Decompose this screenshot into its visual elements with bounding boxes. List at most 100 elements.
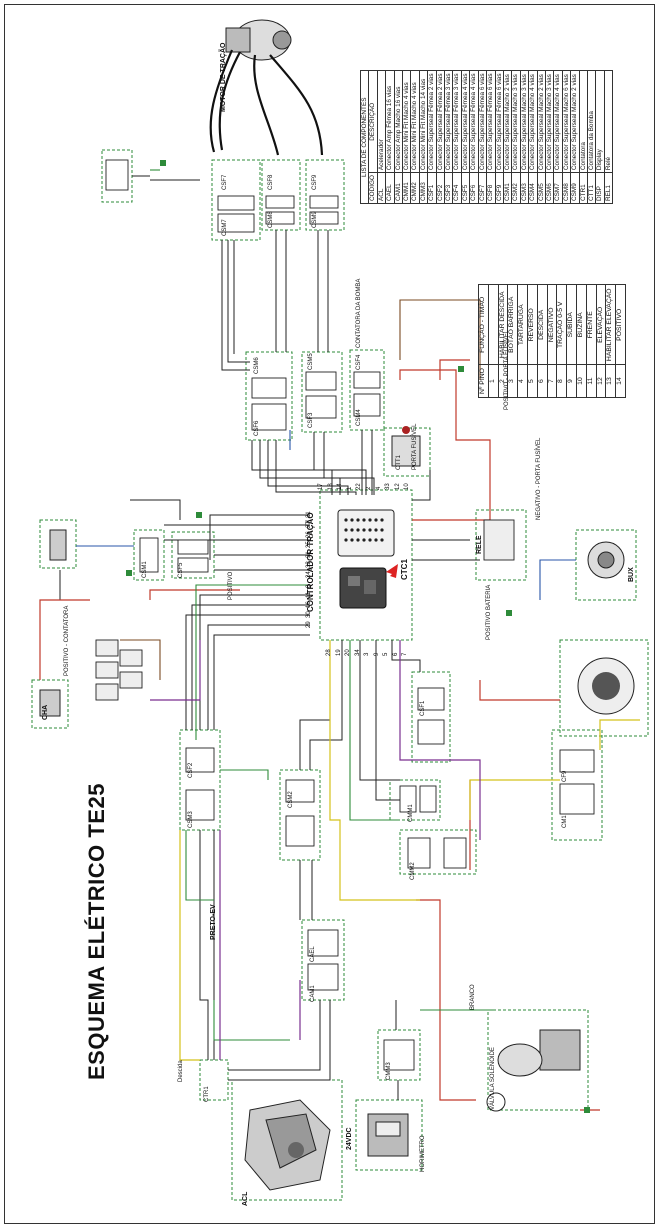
porta-fusivel-label: PORTA FUSÍVEL: [412, 423, 418, 470]
component-code: CSF5: [461, 172, 470, 204]
csm5-box: [301, 351, 343, 433]
pin-function: BUZINA: [576, 284, 587, 365]
bux-box: [575, 529, 637, 601]
controller-pin-label: 12: [394, 483, 401, 490]
pin-function: ELEVAÇÃO: [596, 284, 606, 365]
component-desc: Conector Amp Macho 16 vias: [394, 70, 403, 173]
controller-pin-label: 26: [306, 531, 312, 538]
conn-csf9: CSF9: [312, 174, 318, 190]
controller-pin-label: 5: [383, 652, 389, 656]
component-code: CSF8: [486, 172, 495, 204]
cmm2-box: [399, 829, 477, 875]
controller-pin-label: 6: [392, 652, 399, 656]
motor-connector-box-2: [261, 159, 301, 231]
controller-pin-label: 10: [404, 483, 411, 490]
buzzer: [587, 541, 625, 579]
controller-pin-label: 34: [354, 649, 361, 656]
controller-pin-label: 22: [356, 483, 363, 490]
component-desc: Conector Superseal Fêmea 2 vias: [427, 70, 437, 173]
conn-cmm3: CMM3: [386, 1062, 392, 1080]
controller-pin-label: 14: [337, 483, 344, 490]
conn-csm8: CSM8: [268, 211, 274, 228]
pin-function: TARTARUGA: [517, 284, 528, 365]
component-code: CSM6: [545, 172, 554, 204]
component-desc: Acelerador: [377, 70, 386, 173]
component-desc: Contatora da Bomba: [587, 70, 596, 173]
component-desc: Conector Superseal Fêmea 4 vias: [461, 70, 470, 173]
component-code: CTT1: [587, 172, 596, 204]
controller-pin-label: 28: [326, 649, 332, 656]
pin-number: 13: [605, 364, 616, 398]
conn-csf1: CSF1: [420, 700, 426, 716]
pin-number: 9: [566, 364, 577, 398]
pin-function: SUBIDA: [566, 284, 577, 365]
controller-pin-label: 17: [318, 483, 324, 490]
conn-cael: CAEL: [310, 946, 316, 962]
component-desc: Relé: [604, 70, 613, 173]
col-desc: DESCRIÇÃO: [368, 70, 378, 173]
conn-csm9: CSM9: [312, 211, 318, 228]
component-desc: Conector Superseal Fêmea 2 vias: [436, 70, 445, 173]
pin-number: 11: [586, 364, 597, 398]
conn-csm2: CSM2: [288, 791, 294, 808]
display-box: [559, 639, 649, 737]
pin-number: 14: [615, 364, 626, 398]
conn-csm1: CSM1: [142, 561, 148, 578]
component-code: CSM3: [520, 172, 529, 204]
controller-pin-label: 29: [306, 621, 312, 628]
controller-pin-label: 11: [306, 591, 312, 598]
component-code: ACL: [377, 172, 386, 204]
component-code: CMM1: [402, 172, 411, 204]
csf1-box: [411, 671, 451, 763]
branco-label: BRANCO: [470, 984, 476, 1010]
pin-number: 10: [576, 364, 587, 398]
negativo-label: NEGATIVO - PORTA FUSÍVEL: [536, 437, 542, 520]
component-desc: Conector Mini Fit Macho 14 vias: [419, 70, 428, 173]
component-desc: Conector Superseal Macho 3 vias: [511, 70, 521, 173]
pin-function: POSITIVO: [615, 284, 626, 365]
pin-number: 7: [547, 364, 557, 398]
component-code: CSM1: [503, 172, 512, 204]
controller-pin-label: 32: [306, 561, 312, 568]
controller-body: [337, 509, 398, 609]
components-heading: LISTA DE COMPONENTES: [360, 70, 369, 204]
component-desc: Conector Superseal Macho 2 vias: [537, 70, 546, 173]
ctc1-label: CTC1: [400, 559, 409, 580]
component-desc: Conector Superseal Macho 6 vias: [562, 70, 571, 173]
component-code: CAEL: [385, 172, 395, 204]
conn-csm6: CSM6: [254, 357, 260, 374]
pin-function: NEGATIVO: [547, 284, 557, 365]
positivo-wire-label: POSITIVO: [228, 571, 234, 600]
component-desc: Conector Mini Fit Macho 4 vias: [410, 70, 420, 173]
relay-cluster: [95, 639, 143, 701]
valvula-label: VÁLVULA SOLENOIDE: [490, 1047, 496, 1110]
component-desc: Conector Superseal Fêmea 4 vias: [469, 70, 479, 173]
controller-pin-label: 25: [306, 541, 312, 548]
sensor-device: [49, 529, 67, 561]
acl-label: ACL: [242, 1191, 249, 1206]
pin-function: FRENTE: [586, 284, 597, 365]
conn-csf5: CSF5: [178, 562, 184, 578]
component-code: CSF3: [444, 172, 453, 204]
horimetro-label: HORIMETRO: [420, 1135, 426, 1172]
pin-function: TRAÇÃO 0-5 V: [556, 284, 567, 365]
pin-function: HABILITAR ELEVAÇÃO: [605, 284, 616, 365]
